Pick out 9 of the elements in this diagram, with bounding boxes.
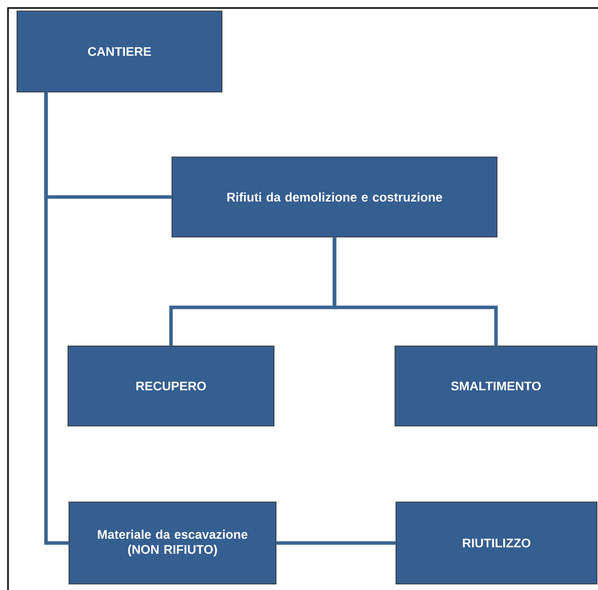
- connector-line: [332, 237, 498, 346]
- process-box: Rifiuti da demolizione e costruzione: [172, 156, 498, 238]
- process-box: Materiale da escavazione (NON RIFIUTO): [68, 502, 276, 584]
- connector-line: [276, 541, 396, 545]
- connector-line: [44, 92, 69, 545]
- process-box: RIUTILIZZO: [396, 502, 598, 584]
- process-box: RECUPERO: [68, 346, 274, 426]
- process-box: SMALTIMENTO: [394, 346, 598, 426]
- process-box: CANTIERE: [16, 10, 222, 92]
